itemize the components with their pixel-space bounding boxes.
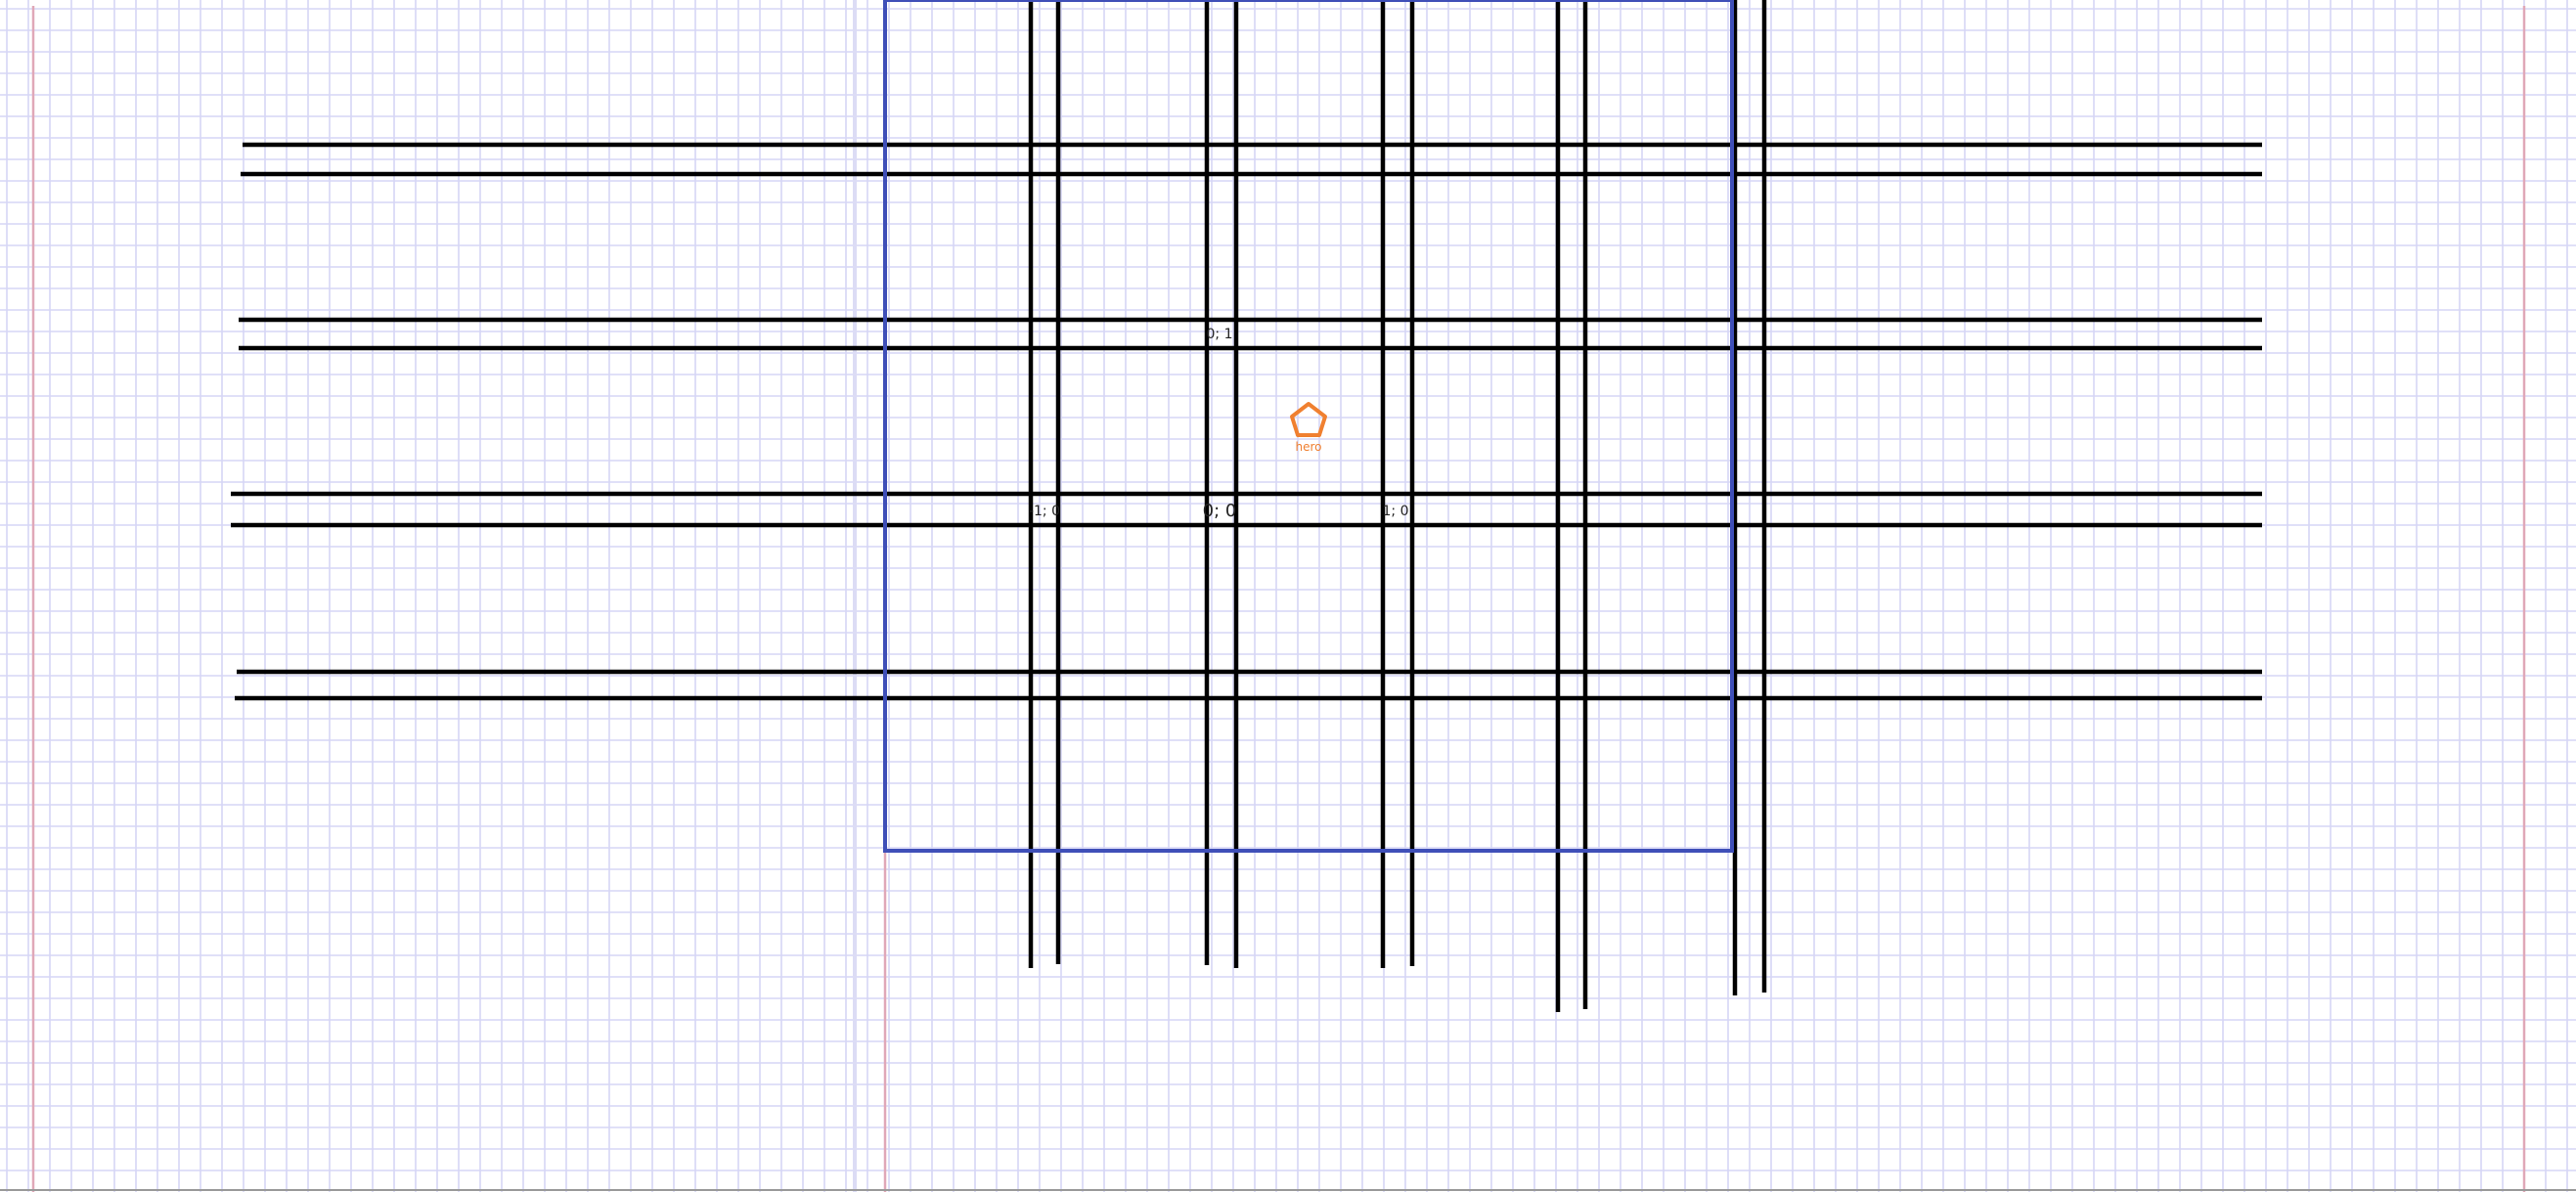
cell-label-top: 0; 1 bbox=[1207, 327, 1233, 342]
pentagon-icon[interactable] bbox=[1290, 402, 1327, 437]
maze-walls bbox=[231, 0, 2262, 1012]
viewport-frame bbox=[883, 0, 1734, 853]
cell-label-left: -1; 0 bbox=[1029, 504, 1060, 519]
cell-label-origin: 0; 0 bbox=[1203, 501, 1237, 521]
hero-token[interactable]: hero bbox=[1290, 402, 1327, 454]
hero-label: hero bbox=[1296, 440, 1322, 454]
cell-label-right: 1; 0 bbox=[1383, 504, 1409, 519]
